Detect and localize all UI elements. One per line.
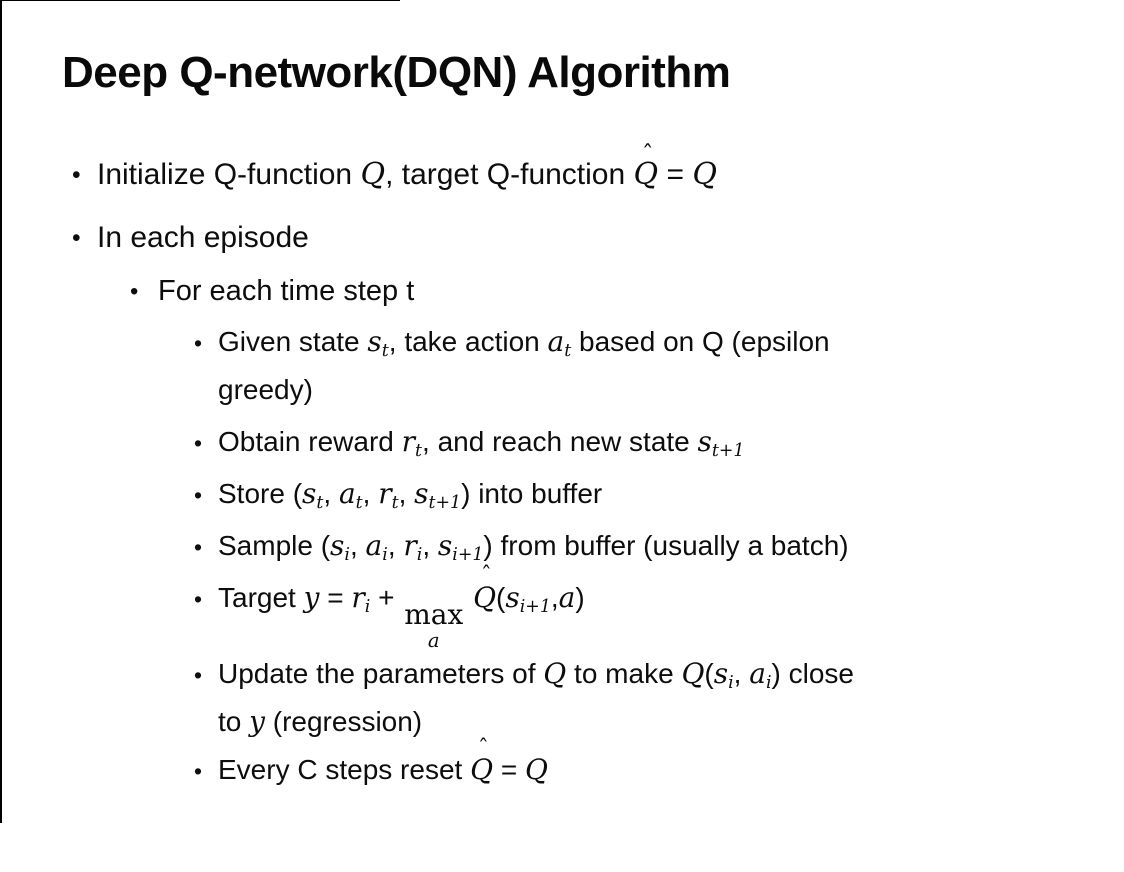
bullet-text: Obtain reward rt, and reach new state st…: [218, 418, 1118, 466]
text-run: +: [370, 582, 403, 613]
text-run: =: [658, 158, 693, 191]
bullet-marker-icon: •: [72, 162, 81, 189]
bullet-marker-icon: •: [194, 330, 203, 356]
math-var-subscript: st+1: [697, 425, 745, 461]
math-var: y: [303, 581, 320, 614]
text-run: , target Q-function: [385, 158, 634, 191]
math-var-subscript: rt: [378, 477, 399, 513]
bullet-marker-icon: •: [194, 758, 203, 785]
text-run: Sample (: [218, 530, 331, 561]
math-var: y: [249, 705, 265, 739]
text-run: ) close: [771, 658, 854, 690]
bullet-item: • Obtain reward rt, and reach new state s…: [0, 418, 1118, 466]
text-run: ,: [733, 658, 750, 690]
bullet-marker-icon: •: [130, 278, 139, 305]
text-run: ,: [387, 530, 404, 561]
text-run: =: [493, 754, 525, 786]
text-run: ,: [398, 478, 415, 509]
bullet-item: • For each time step t: [0, 268, 1118, 314]
math-var: Q: [681, 657, 705, 691]
text-run: ,: [323, 478, 339, 509]
text-run: (regression): [264, 706, 423, 738]
text-run: ): [575, 582, 585, 613]
text-run: =: [319, 582, 352, 613]
text-run: , take action: [388, 326, 548, 357]
math-var-subscript: ai: [365, 529, 388, 565]
text-run: Obtain reward: [218, 426, 402, 457]
text-run: Given state: [218, 326, 368, 357]
text-run: Initialize Q-function: [97, 158, 361, 191]
bullet-item: •Update the parameters of Q to make Q(si…: [0, 650, 1118, 746]
bullet-marker-icon: •: [194, 430, 203, 456]
bullet-item: • Sample (si, ai, ri, si+1) from buffer (…: [0, 522, 1118, 570]
text-run: (: [496, 582, 506, 613]
bullet-item: • Given state st, take action at based on…: [0, 318, 1118, 414]
math-var: Q: [360, 157, 386, 192]
bullet-text: Store (st, at, rt, st+1) into buffer: [218, 470, 1118, 518]
bullet-marker-icon: •: [194, 482, 203, 508]
text-run: Every C steps reset: [218, 754, 471, 786]
text-run: [465, 582, 473, 613]
bullet-marker-icon: •: [194, 586, 203, 612]
text-run: ,: [349, 530, 366, 561]
math-var-subscript: st+1: [414, 477, 462, 513]
math-var: Q: [524, 753, 548, 787]
bullet-item: • In each episode: [0, 215, 1118, 261]
page-edge-top: [0, 0, 400, 1]
math-var-subscript: st: [367, 325, 389, 361]
page-title: Deep Q-network(DQN) Algorithm: [62, 48, 731, 97]
math-var-subscript: st: [302, 477, 324, 513]
math-var: a: [558, 581, 576, 614]
text-run: ,: [422, 530, 438, 561]
bullet-list: •Initialize Q-function Q, target Q-funct…: [0, 140, 1118, 794]
text-run: Update the parameters of: [218, 658, 544, 690]
math-var-subscript: ai: [749, 657, 772, 694]
math-var-subscript: si: [330, 529, 350, 565]
text-run: based on Q (epsilon: [571, 326, 830, 357]
math-var-subscript: ri: [351, 581, 371, 617]
text-run: to: [218, 706, 250, 738]
math-var-subscript: si+1: [505, 581, 551, 617]
bullet-text: Update the parameters of Q to make Q(si,…: [218, 650, 1118, 746]
bullet-text: In each episode: [97, 215, 1118, 261]
text-run: to make: [566, 658, 682, 690]
text-run: ) from buffer (usually a batch): [483, 530, 849, 561]
bullet-marker-icon: •: [72, 225, 81, 252]
math-var: Q: [692, 157, 717, 192]
text-run: ,: [550, 582, 559, 613]
text-run: ,: [362, 478, 379, 509]
text-run: greedy): [218, 374, 313, 405]
page-edge-left: [0, 0, 2, 823]
text-run: In each episode: [97, 221, 309, 254]
bullet-item: •Initialize Q-function Q, target Q-funct…: [0, 139, 1118, 198]
math-var-subscript: rt: [401, 425, 423, 461]
bullet-marker-icon: •: [194, 534, 203, 560]
text-run: (: [704, 658, 714, 690]
math-var-subscript: si: [713, 657, 734, 694]
text-run: , and reach new state: [422, 426, 698, 457]
bullet-text: Given state st, take action at based on …: [218, 318, 1118, 414]
text-run: ) into buffer: [461, 478, 603, 509]
math-var-subscript: at: [547, 325, 572, 361]
bullet-text: For each time step t: [158, 268, 1118, 314]
bullet-item: • Store (st, at, rt, st+1) into buffer: [0, 470, 1118, 518]
math-var-subscript: at: [338, 477, 363, 513]
math-var: Q: [543, 657, 567, 691]
bullet-text: Initialize Q-function Q, target Q-functi…: [97, 139, 1118, 198]
bullet-text: Sample (si, ai, ri, si+1) from buffer (u…: [218, 522, 1118, 570]
math-var-subscript: si+1: [437, 529, 484, 565]
bullet-marker-icon: •: [194, 662, 203, 689]
math-var-subscript: ri: [403, 529, 423, 565]
text-run: Store (: [218, 478, 303, 509]
text-run: Target: [218, 582, 304, 613]
text-run: For each time step t: [158, 275, 415, 307]
